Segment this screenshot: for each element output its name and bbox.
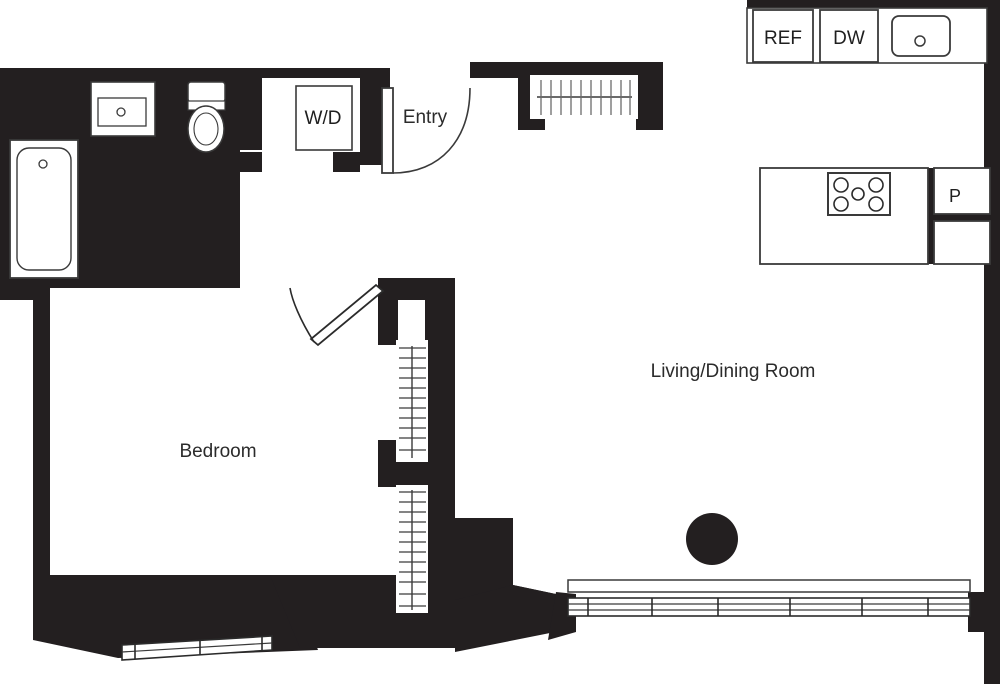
- window-sill-upper: [567, 579, 971, 593]
- entry-label: Entry: [403, 107, 448, 128]
- dishwasher-label: DW: [833, 28, 865, 49]
- wall-jamb-laundry-right: [333, 152, 360, 172]
- bathtub-drain-icon: [38, 159, 48, 169]
- bedroom-closet-upper-hangers: [399, 347, 426, 451]
- washer-dryer-group: W/D: [295, 85, 353, 151]
- pantry-lower-cabinet: [933, 220, 991, 265]
- bedroom-window-group: [121, 635, 273, 661]
- bedroom-label: Bedroom: [179, 441, 256, 462]
- burner-icon: [833, 177, 849, 193]
- bedroom-window-mullions: [134, 637, 263, 659]
- bedroom-door-group: [289, 283, 385, 347]
- toilet-tank-icon: [187, 81, 226, 103]
- burner-icon: [868, 196, 884, 212]
- wall-bedroom-top-left: [0, 278, 50, 300]
- wall-jamb-laundry-left: [240, 152, 262, 172]
- structural-column: [686, 513, 738, 565]
- burner-icon: [868, 177, 884, 193]
- living-dining-room-label: Living/Dining Room: [651, 361, 816, 382]
- wall-angled-transition: [455, 585, 575, 652]
- bedroom-closet-upper-group: [396, 340, 428, 462]
- bedroom-door-swing-arc: [289, 287, 315, 343]
- entry-door-leaf: [381, 87, 394, 174]
- kitchen-lower-counter-group: P: [759, 167, 991, 265]
- bedroom-door-leaf: [309, 283, 385, 347]
- window-glazing-band: [567, 597, 971, 617]
- wall-window-jamb-right: [968, 592, 990, 632]
- bedroom-closet-lower-group: [396, 485, 428, 613]
- kitchen-sink-drain-icon: [914, 35, 926, 47]
- toilet-bowl-inner: [193, 112, 219, 146]
- bathroom-fixtures-group: [9, 81, 226, 279]
- wall-bedroom-left: [33, 288, 50, 592]
- wall-closet-left-mid: [378, 440, 398, 470]
- wall-right-exterior: [984, 0, 1000, 684]
- bedroom-closet-lower-hangers: [399, 491, 426, 607]
- washer-dryer-label: W/D: [305, 108, 342, 129]
- wall-entry-stub: [470, 62, 527, 78]
- entry-closet-hangers: [540, 80, 631, 115]
- bathtub-basin: [16, 147, 72, 271]
- burner-icon: [833, 196, 849, 212]
- pantry-label: P: [949, 186, 961, 206]
- entry-door-group: Entry: [381, 87, 471, 174]
- refrigerator-label: REF: [764, 28, 802, 49]
- entry-closet-group: [530, 75, 638, 119]
- window-mullions: [587, 598, 929, 616]
- washer-dryer-outline: [295, 85, 353, 151]
- kitchen-upper-counter-group: REF DW: [746, 7, 988, 64]
- dishwasher-outline: [819, 9, 879, 63]
- burner-icon: [851, 187, 865, 201]
- entry-door-swing-arc: [392, 87, 471, 174]
- refrigerator-outline: [752, 9, 814, 63]
- wall-closet-left-upper: [378, 300, 398, 345]
- pantry-outline: [933, 167, 991, 215]
- wall-corridor-top: [240, 68, 390, 78]
- bedroom-window-mullion-line: [121, 642, 273, 653]
- bathroom-sink-drain-icon: [116, 107, 126, 117]
- living-room-window-wall-group: [567, 579, 971, 617]
